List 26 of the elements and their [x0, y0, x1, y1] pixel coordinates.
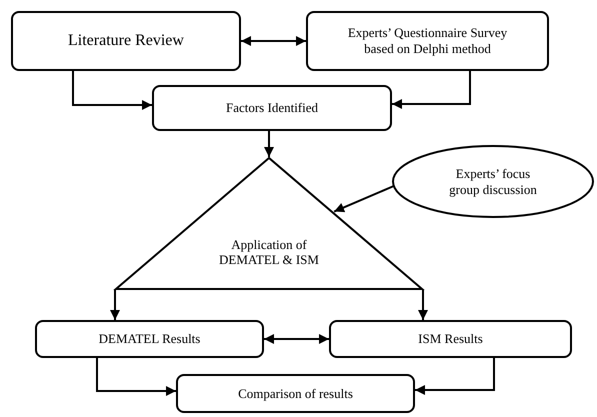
process-box [11, 11, 241, 71]
arrow [264, 334, 329, 344]
arrow [96, 358, 176, 396]
arrow [241, 36, 306, 46]
arrow [334, 184, 396, 212]
node-label: Experts’ Questionnaire Survey based on Delphi method [346, 25, 508, 57]
process-triangle [115, 157, 423, 290]
arrow [392, 71, 471, 109]
node-label: DEMATEL Results [98, 331, 200, 347]
arrow [264, 131, 274, 157]
node-label: Application of DEMATEL & ISM [218, 236, 320, 268]
process-box [35, 320, 264, 358]
node-label: ISM Results [418, 331, 483, 347]
node-label: Literature Review [68, 31, 184, 51]
process-box [152, 85, 392, 131]
process-box [306, 11, 549, 71]
process-box [329, 320, 572, 358]
node-label: Comparison of results [238, 386, 353, 402]
node-label: Experts’ focus group discussion [448, 166, 538, 198]
node-label: Factors Identified [226, 100, 318, 116]
arrow [415, 358, 495, 395]
discussion-ellipse [392, 145, 594, 218]
arrow [418, 290, 428, 320]
process-box [176, 374, 415, 413]
arrow [110, 290, 120, 320]
arrow [72, 71, 152, 110]
